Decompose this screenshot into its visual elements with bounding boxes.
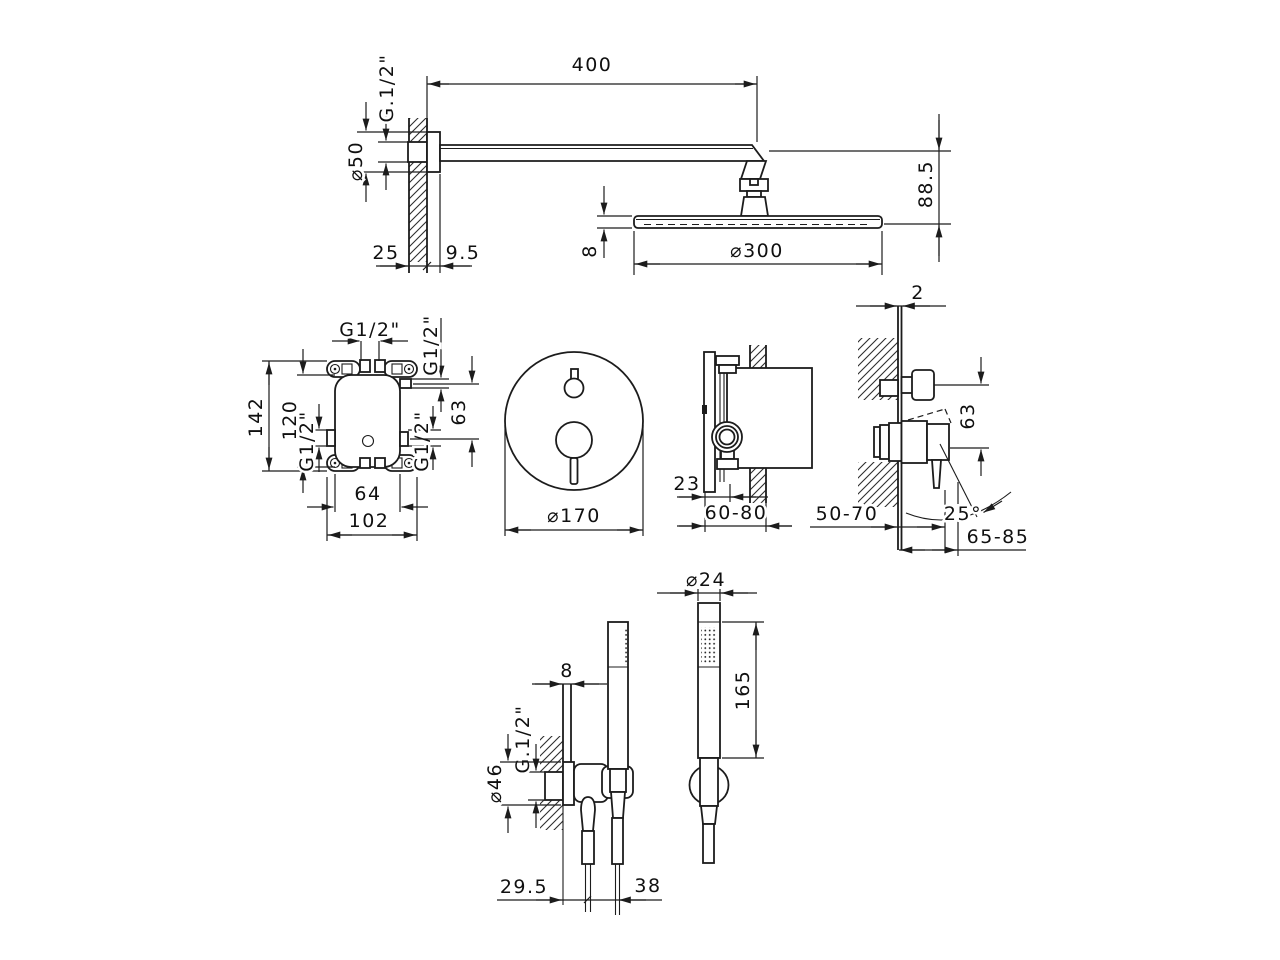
handle-swung-outline xyxy=(907,408,946,421)
shower-arm xyxy=(407,131,770,217)
diverter-knob-side xyxy=(879,369,935,401)
rough-in-body xyxy=(326,359,412,469)
dim-arm-wall-thread: G.1/2" xyxy=(376,53,398,122)
handset-front-dimensions: ⌀24 165 xyxy=(657,567,764,759)
trim-plate xyxy=(504,351,644,491)
dim-handle-length: 165 xyxy=(732,670,754,711)
swivel-nut-notch xyxy=(749,178,759,186)
dim-install-depth: 60-80 xyxy=(705,502,768,524)
dim-handle-dia: ⌀24 xyxy=(686,569,726,591)
dim-arm-length: 400 xyxy=(572,54,613,76)
handset-side-dimensions: 8 G.1/2" ⌀46 29.5 38 xyxy=(482,658,663,904)
protection-plate xyxy=(703,351,716,493)
overhead-dimensions: 400 G.1/2" ⌀50 25 9.5 xyxy=(343,51,951,275)
plate-clip xyxy=(702,405,707,414)
dim-top-thread: G1/2" xyxy=(339,319,401,341)
rough-in-front-view: G1/2" 142 120 G1/2" G1/2" xyxy=(243,312,479,541)
dim-knob-offset: 63 xyxy=(957,402,979,429)
overhead-shower-arm-view: 400 G.1/2" ⌀50 25 9.5 xyxy=(343,51,951,275)
lever-swung-position xyxy=(939,443,978,518)
rough-in-front-dimensions: G1/2" 142 120 G1/2" G1/2" xyxy=(243,312,479,541)
side-port-upper-right xyxy=(399,378,412,389)
side-port-left xyxy=(326,429,336,447)
outlet-rosette xyxy=(562,761,575,806)
dim-head-dia: ⌀300 xyxy=(730,240,784,262)
wand-grip-end xyxy=(609,768,627,793)
rough-in-side-dimensions: 23 60-80 xyxy=(671,471,792,532)
spray-face-front xyxy=(701,627,717,663)
dim-outer-width: 102 xyxy=(349,510,390,532)
handle-lever xyxy=(931,459,942,489)
head-disc xyxy=(633,215,883,229)
top-port-left xyxy=(359,359,371,373)
dim-outer-height: 142 xyxy=(245,397,267,438)
dim-body-width: 64 xyxy=(354,483,381,505)
hose-nut xyxy=(580,796,596,832)
dim-wall-depth: 25 xyxy=(372,242,399,264)
dim-port-offset: 63 xyxy=(448,398,470,425)
mixer-handle-hub xyxy=(555,421,593,459)
head-cone xyxy=(739,196,770,217)
hose-cone xyxy=(610,791,626,819)
dim-hose-spacing: 38 xyxy=(634,875,661,897)
dim-projection: 65-85 xyxy=(967,526,1030,548)
wall-thread-stub xyxy=(544,771,564,801)
dim-min-depth: 23 xyxy=(673,473,700,495)
dim-head-thickness: 8 xyxy=(579,244,601,258)
dim-handle-angle: 25° xyxy=(944,503,982,525)
mixer-trim-side-view: 2 63 50-70 65-85 25° xyxy=(810,280,1030,556)
trim-front-dimensions: ⌀170 xyxy=(504,425,644,536)
bottom-port-left xyxy=(359,457,371,469)
hose-sleeve-2 xyxy=(611,817,624,865)
bottom-port-right xyxy=(374,457,386,469)
dim-outlet-rosette-dia: ⌀46 xyxy=(484,763,506,803)
mixer-handle-lever xyxy=(569,457,579,485)
dim-install-depth-trim: 50-70 xyxy=(816,503,879,525)
spray-face-dots xyxy=(623,628,627,665)
dim-body-height: 120 xyxy=(279,400,301,441)
dim-arm-rosette-dia: ⌀50 xyxy=(345,141,367,181)
top-union-nut xyxy=(715,355,740,366)
grip-taper xyxy=(699,805,719,825)
tab-top-right xyxy=(383,360,418,378)
body-shell xyxy=(334,374,401,468)
wand-front xyxy=(697,602,721,759)
hose-sleeve-front xyxy=(702,823,715,864)
dim-bracket-depth: 8 xyxy=(560,660,574,682)
wand-through-holder xyxy=(699,757,719,807)
dim-left-thread: G1/2" xyxy=(296,410,318,472)
rough-in-side-view: 23 60-80 xyxy=(671,345,813,532)
dim-plate-dia: ⌀170 xyxy=(547,505,601,527)
mixer-trim-front-view: ⌀170 xyxy=(504,351,644,536)
thread-stub xyxy=(407,141,428,163)
dim-rosette-depth: 9.5 xyxy=(446,242,481,264)
dim-right-thread: G1/2" xyxy=(411,410,433,472)
protection-box xyxy=(726,367,813,469)
dim-outlet-offset: 29.5 xyxy=(500,876,548,898)
handset-front-view: ⌀24 165 xyxy=(657,567,764,864)
side-port-right xyxy=(399,431,409,447)
dim-plate-thickness: 2 xyxy=(911,282,925,304)
wall-hatch xyxy=(409,118,427,262)
shower-head xyxy=(633,215,883,229)
hose-sleeve xyxy=(581,830,595,865)
dim-upper-right-thread: G1/2" xyxy=(420,314,442,376)
arm-tube xyxy=(439,144,766,162)
dim-drop-height: 88.5 xyxy=(915,160,937,208)
handset-wand-side xyxy=(607,621,629,915)
valve-port-inner xyxy=(718,428,736,446)
arm-rosette xyxy=(426,131,441,173)
handset-side-view: 8 G.1/2" ⌀46 29.5 38 xyxy=(482,621,663,915)
top-port-right xyxy=(374,359,386,373)
center-screw-hole xyxy=(361,434,375,448)
diverter-stem xyxy=(570,368,579,380)
dim-outlet-thread: G.1/2" xyxy=(512,704,534,773)
diverter-knob xyxy=(563,377,585,399)
trim-side-dimensions: 2 63 50-70 65-85 25° xyxy=(810,280,1030,556)
